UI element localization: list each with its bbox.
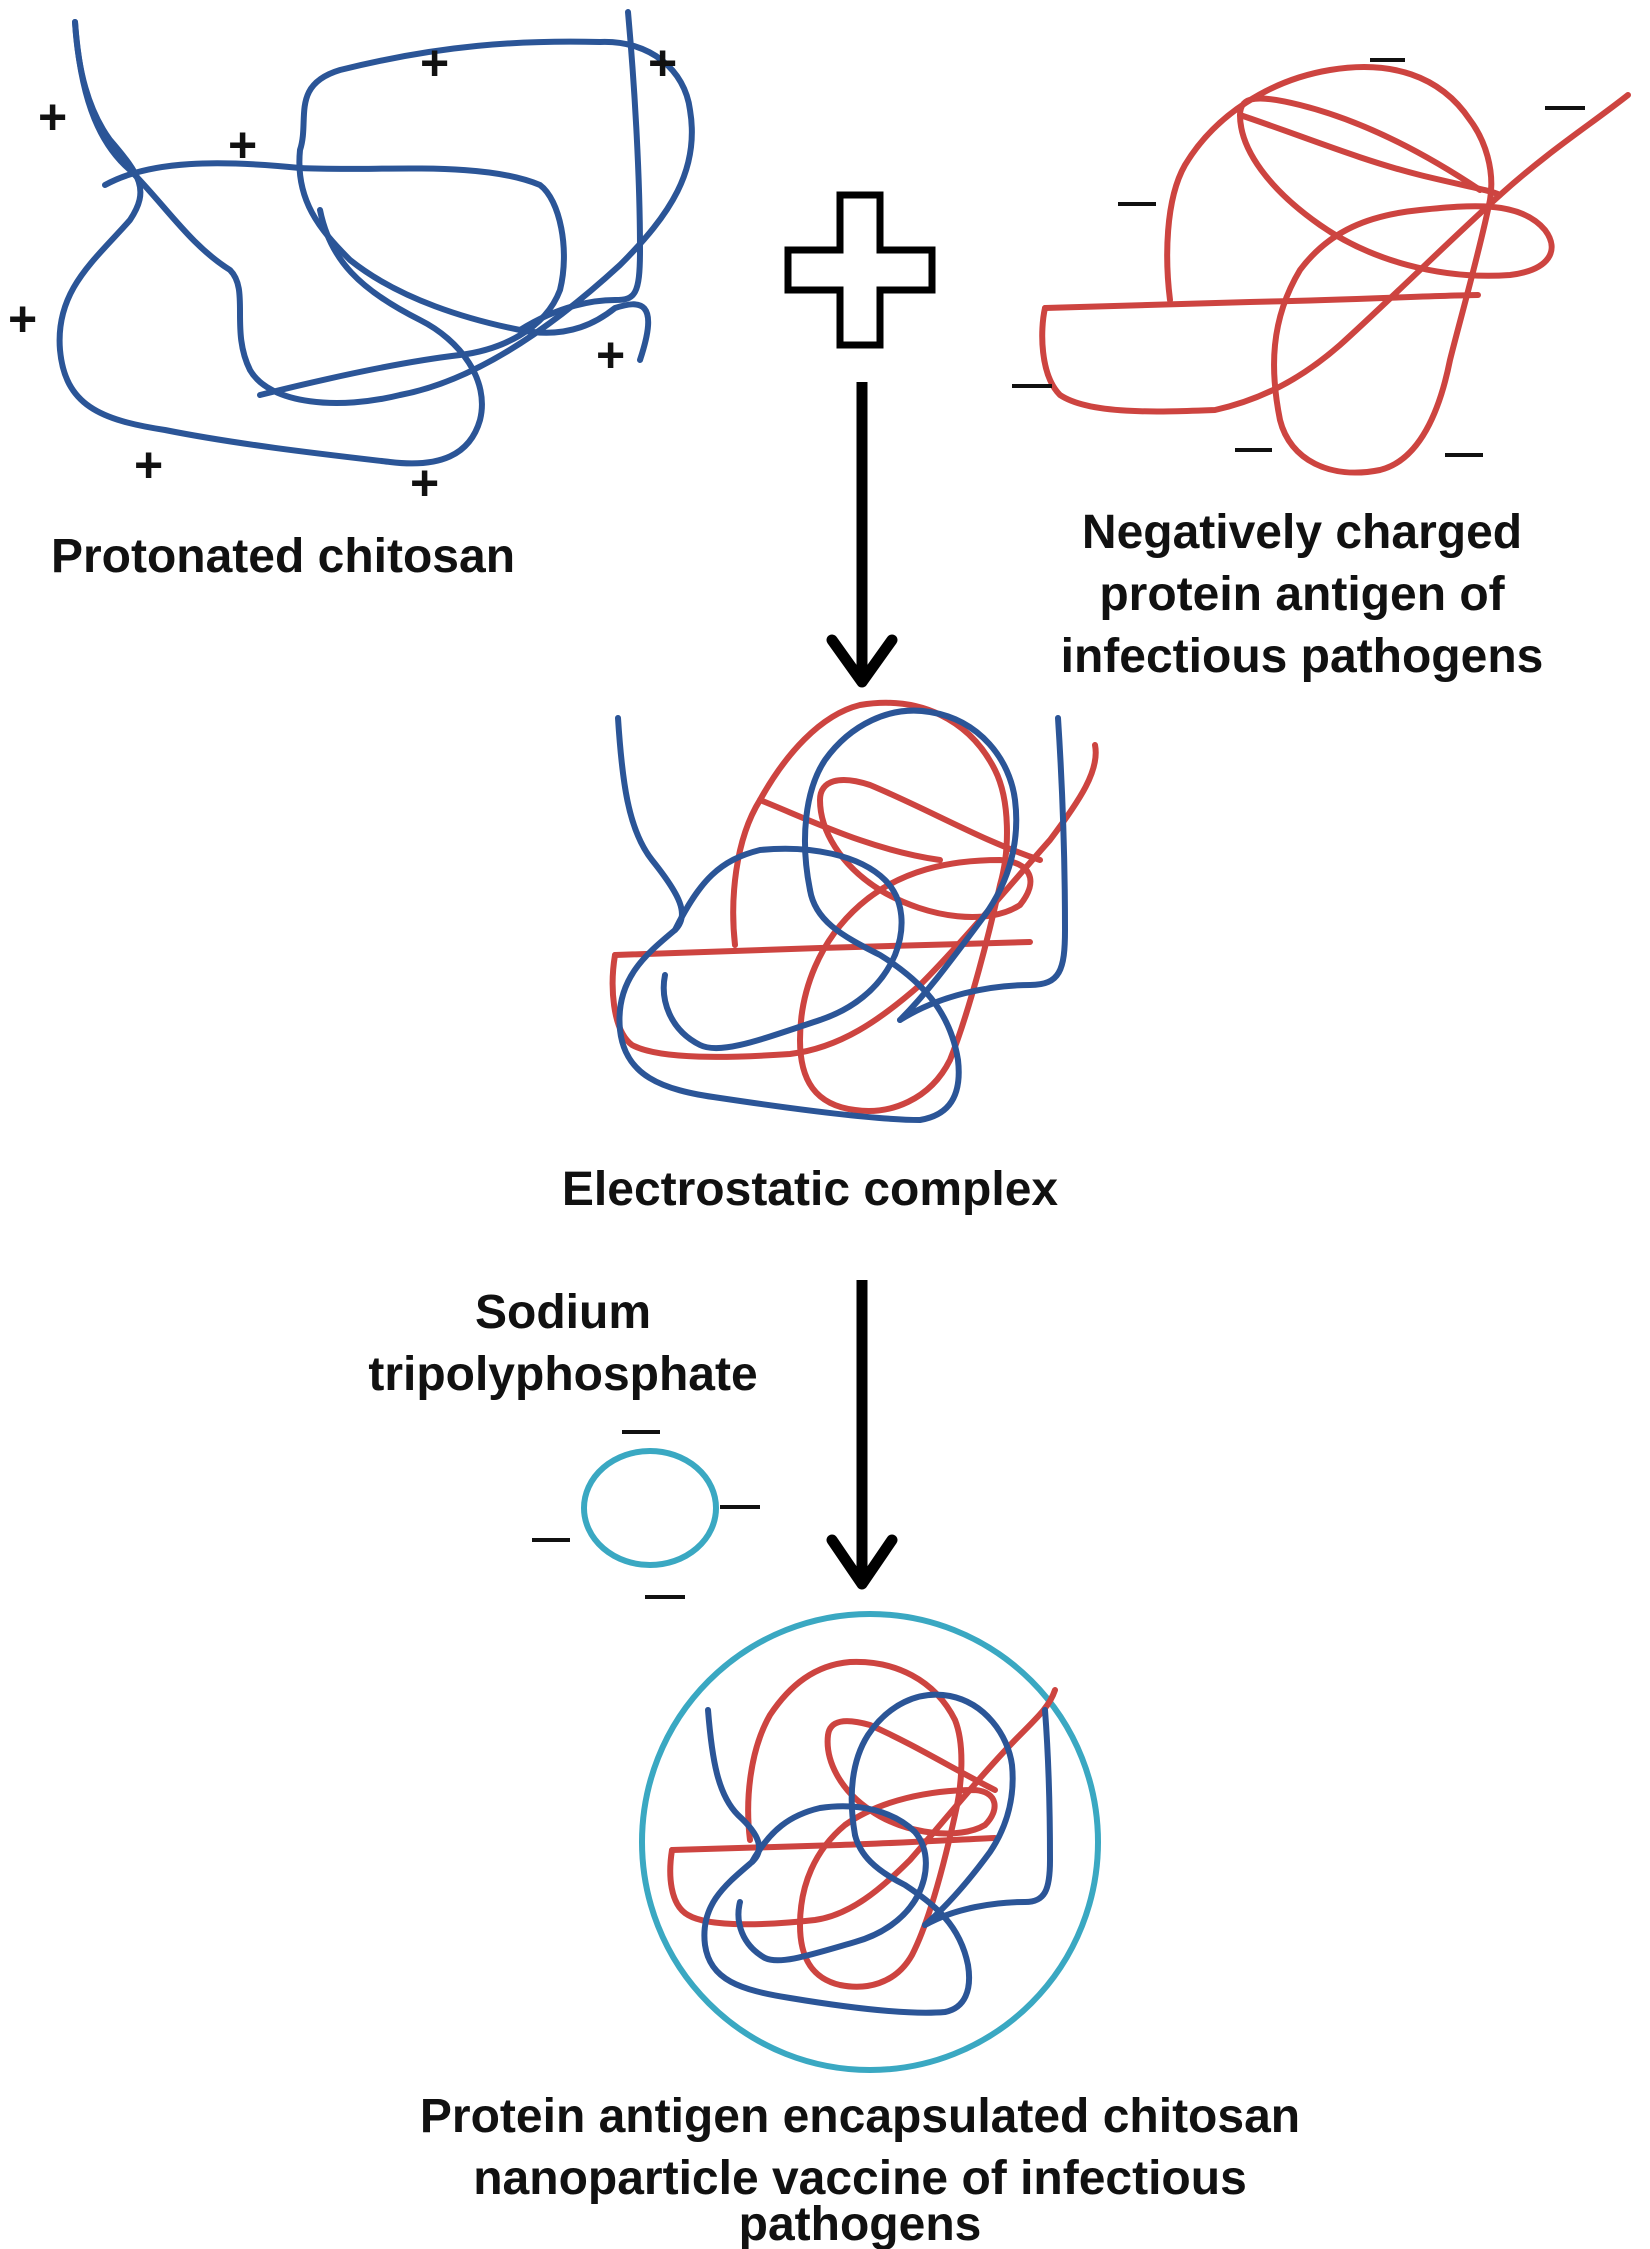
positive-charges: + + + + + + + + xyxy=(8,35,677,511)
tpp-label-line-2: tripolyphosphate xyxy=(368,1348,757,1401)
product-label-line-1: Protein antigen encapsulated chitosan xyxy=(420,2090,1300,2143)
positive-charge: + xyxy=(596,327,625,383)
positive-charge: + xyxy=(420,35,449,91)
arrow-down-icon xyxy=(826,1280,898,1590)
electrostatic-complex xyxy=(609,699,1099,1123)
positive-charge: + xyxy=(38,89,67,145)
antigen-label-line-1: Negatively charged xyxy=(1082,506,1522,559)
positive-charge: + xyxy=(648,35,677,91)
positive-charge: + xyxy=(8,291,37,347)
complex-label: Electrostatic complex xyxy=(562,1163,1059,1216)
antigen-strand xyxy=(1039,64,1631,476)
nanoparticle-shell xyxy=(639,1611,1101,2073)
chitosan-label: Protonated chitosan xyxy=(51,530,515,583)
tpp-ion-circle xyxy=(581,1448,719,1568)
product-label-line-3: pathogens xyxy=(739,2198,982,2249)
tpp-ion xyxy=(532,1430,760,1599)
positive-charge: + xyxy=(410,455,439,511)
nanoparticle xyxy=(639,1611,1101,2073)
chitosan-strand xyxy=(56,9,695,467)
plus-outline-icon xyxy=(784,191,936,349)
product-label-line-2: nanoparticle vaccine of infectious xyxy=(473,2152,1247,2205)
arrow-down-icon xyxy=(826,382,898,688)
positive-charge: + xyxy=(134,437,163,493)
tpp-label-line-1: Sodium xyxy=(475,1286,651,1339)
antigen-label-line-2: protein antigen of xyxy=(1099,568,1505,621)
antigen-label-line-3: infectious pathogens xyxy=(1061,630,1544,683)
negative-charges xyxy=(1012,58,1585,457)
positive-charge: + xyxy=(228,117,257,173)
